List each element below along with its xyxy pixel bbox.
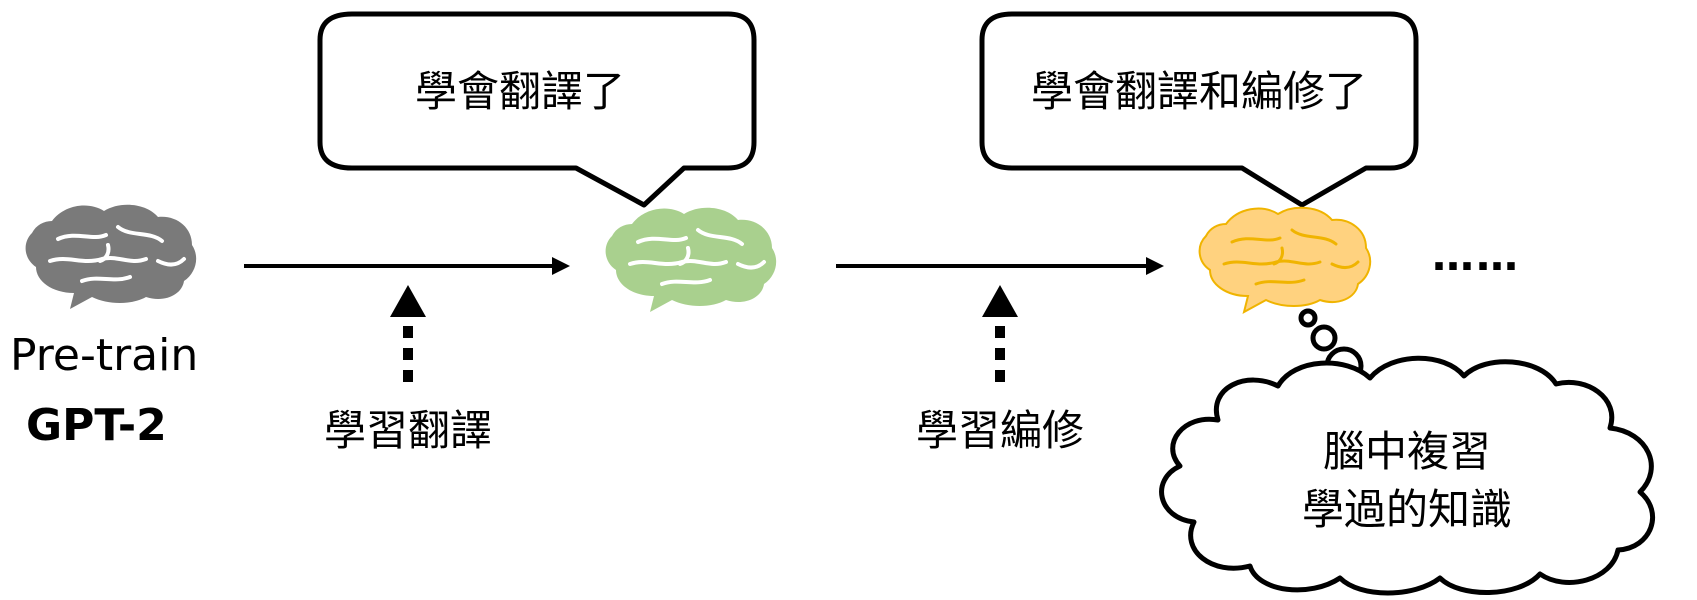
pretrained-brain-icon [25, 204, 197, 309]
brain-folds [48, 225, 186, 283]
editing-brain-icon [1198, 206, 1372, 314]
step-2-dashed-arrow [982, 285, 1018, 382]
translation-brain-icon [605, 207, 777, 312]
continuation-dots: …… [1432, 231, 1520, 280]
step-1-dashed-arrow [390, 285, 426, 382]
speech-bubble-1 [317, 11, 757, 208]
thought-line-2: 學過的知識 [1302, 485, 1512, 534]
brain-folds [1222, 228, 1360, 286]
model-name: GPT-2 [26, 400, 167, 451]
brain-folds [628, 228, 766, 286]
speech-bubble-2-text: 學會翻譯和編修了 [1031, 67, 1367, 116]
speech-bubble-1-text: 學會翻譯了 [415, 67, 625, 116]
thought-bubble-medium [1310, 324, 1338, 352]
training-arrow-1 [244, 257, 570, 275]
thought-cloud [1159, 355, 1656, 596]
step-2-label: 學習編修 [916, 406, 1084, 455]
thought-line-1: 腦中複習 [1323, 427, 1491, 476]
training-arrow-2 [836, 257, 1164, 275]
speech-bubble-2 [979, 11, 1419, 208]
pretrain-label: Pre-train [10, 330, 198, 381]
step-1-label: 學習翻譯 [324, 406, 492, 455]
thought-bubble-small [1298, 308, 1318, 328]
